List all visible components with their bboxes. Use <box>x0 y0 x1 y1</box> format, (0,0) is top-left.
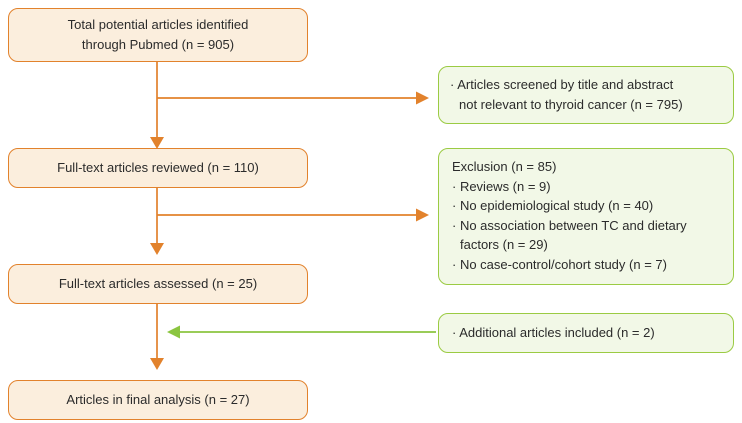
box-additional-included-label: · Additional articles included (n = 2) <box>452 325 655 340</box>
arrowhead-additional-to-flow <box>167 325 180 339</box>
exclusion-reasons-content: Exclusion (n = 85) · Reviews (n = 9) · N… <box>439 149 733 274</box>
box-final-analysis: Articles in final analysis (n = 27) <box>8 380 308 420</box>
box-fulltext-reviewed-label: Full-text articles reviewed (n = 110) <box>57 160 259 175</box>
exclusion-item-no-epidemiological: · No epidemiological study (n = 40) <box>452 198 654 213</box>
box-articles-identified: Total potential articles identified thro… <box>8 8 308 62</box>
box-fulltext-assessed-label: Full-text articles assessed (n = 25) <box>58 276 258 291</box>
exclusion-item-no-case-control: · No case-control/cohort study (n = 7) <box>452 256 667 272</box>
box-screened-excluded-label: · Articles screened by title and abstrac… <box>450 77 683 112</box>
arrowhead-assessed-to-final <box>150 358 164 370</box>
box-articles-identified-label: Total potential articles identified thro… <box>67 17 249 52</box>
box-fulltext-assessed: Full-text articles assessed (n = 25) <box>8 264 308 304</box>
box-exclusion-reasons: Exclusion (n = 85) · Reviews (n = 9) · N… <box>438 148 734 285</box>
exclusion-title: Exclusion (n = 85) <box>452 159 557 174</box>
box-final-analysis-label: Articles in final analysis (n = 27) <box>66 392 250 407</box>
arrowhead-to-screened <box>416 91 429 105</box>
arrowhead-reviewed-to-assessed <box>150 243 164 255</box>
box-additional-included: · Additional articles included (n = 2) <box>438 313 734 353</box>
exclusion-item-reviews: · Reviews (n = 9) <box>452 178 551 194</box>
arrowhead-to-exclusion <box>416 208 429 222</box>
box-fulltext-reviewed: Full-text articles reviewed (n = 110) <box>8 148 308 188</box>
box-screened-excluded: · Articles screened by title and abstrac… <box>438 66 734 124</box>
exclusion-item-no-association: · No association between TC and dietary … <box>452 217 687 253</box>
